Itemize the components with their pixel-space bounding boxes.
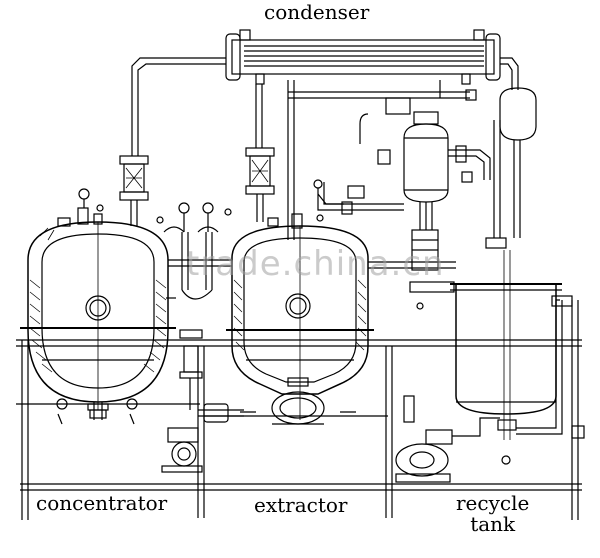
recycle-tank-vessel (409, 250, 585, 465)
separator (465, 87, 537, 249)
recycle-tank-label-line2: tank (470, 512, 516, 536)
extractor-label: extractor (252, 493, 350, 517)
recycle-tank-label-line1: recycle (456, 491, 530, 515)
concentrator-vessel (20, 188, 176, 425)
extractor-vessel (226, 213, 374, 425)
condenser-unit (131, 29, 519, 240)
process-piping (166, 182, 456, 299)
pump-left (161, 403, 244, 473)
recycle-tank-label: recycle tank (454, 491, 532, 536)
concentrator-label: concentrator (34, 491, 170, 515)
watermark: trade.china.cn (186, 244, 445, 284)
pump-right (395, 395, 500, 483)
sight-glass-concentrator (119, 155, 149, 226)
receiver-tank (313, 97, 491, 271)
gauges-row (156, 202, 232, 410)
condenser-label: condenser (262, 0, 372, 24)
sight-glass-extractor (245, 147, 275, 222)
